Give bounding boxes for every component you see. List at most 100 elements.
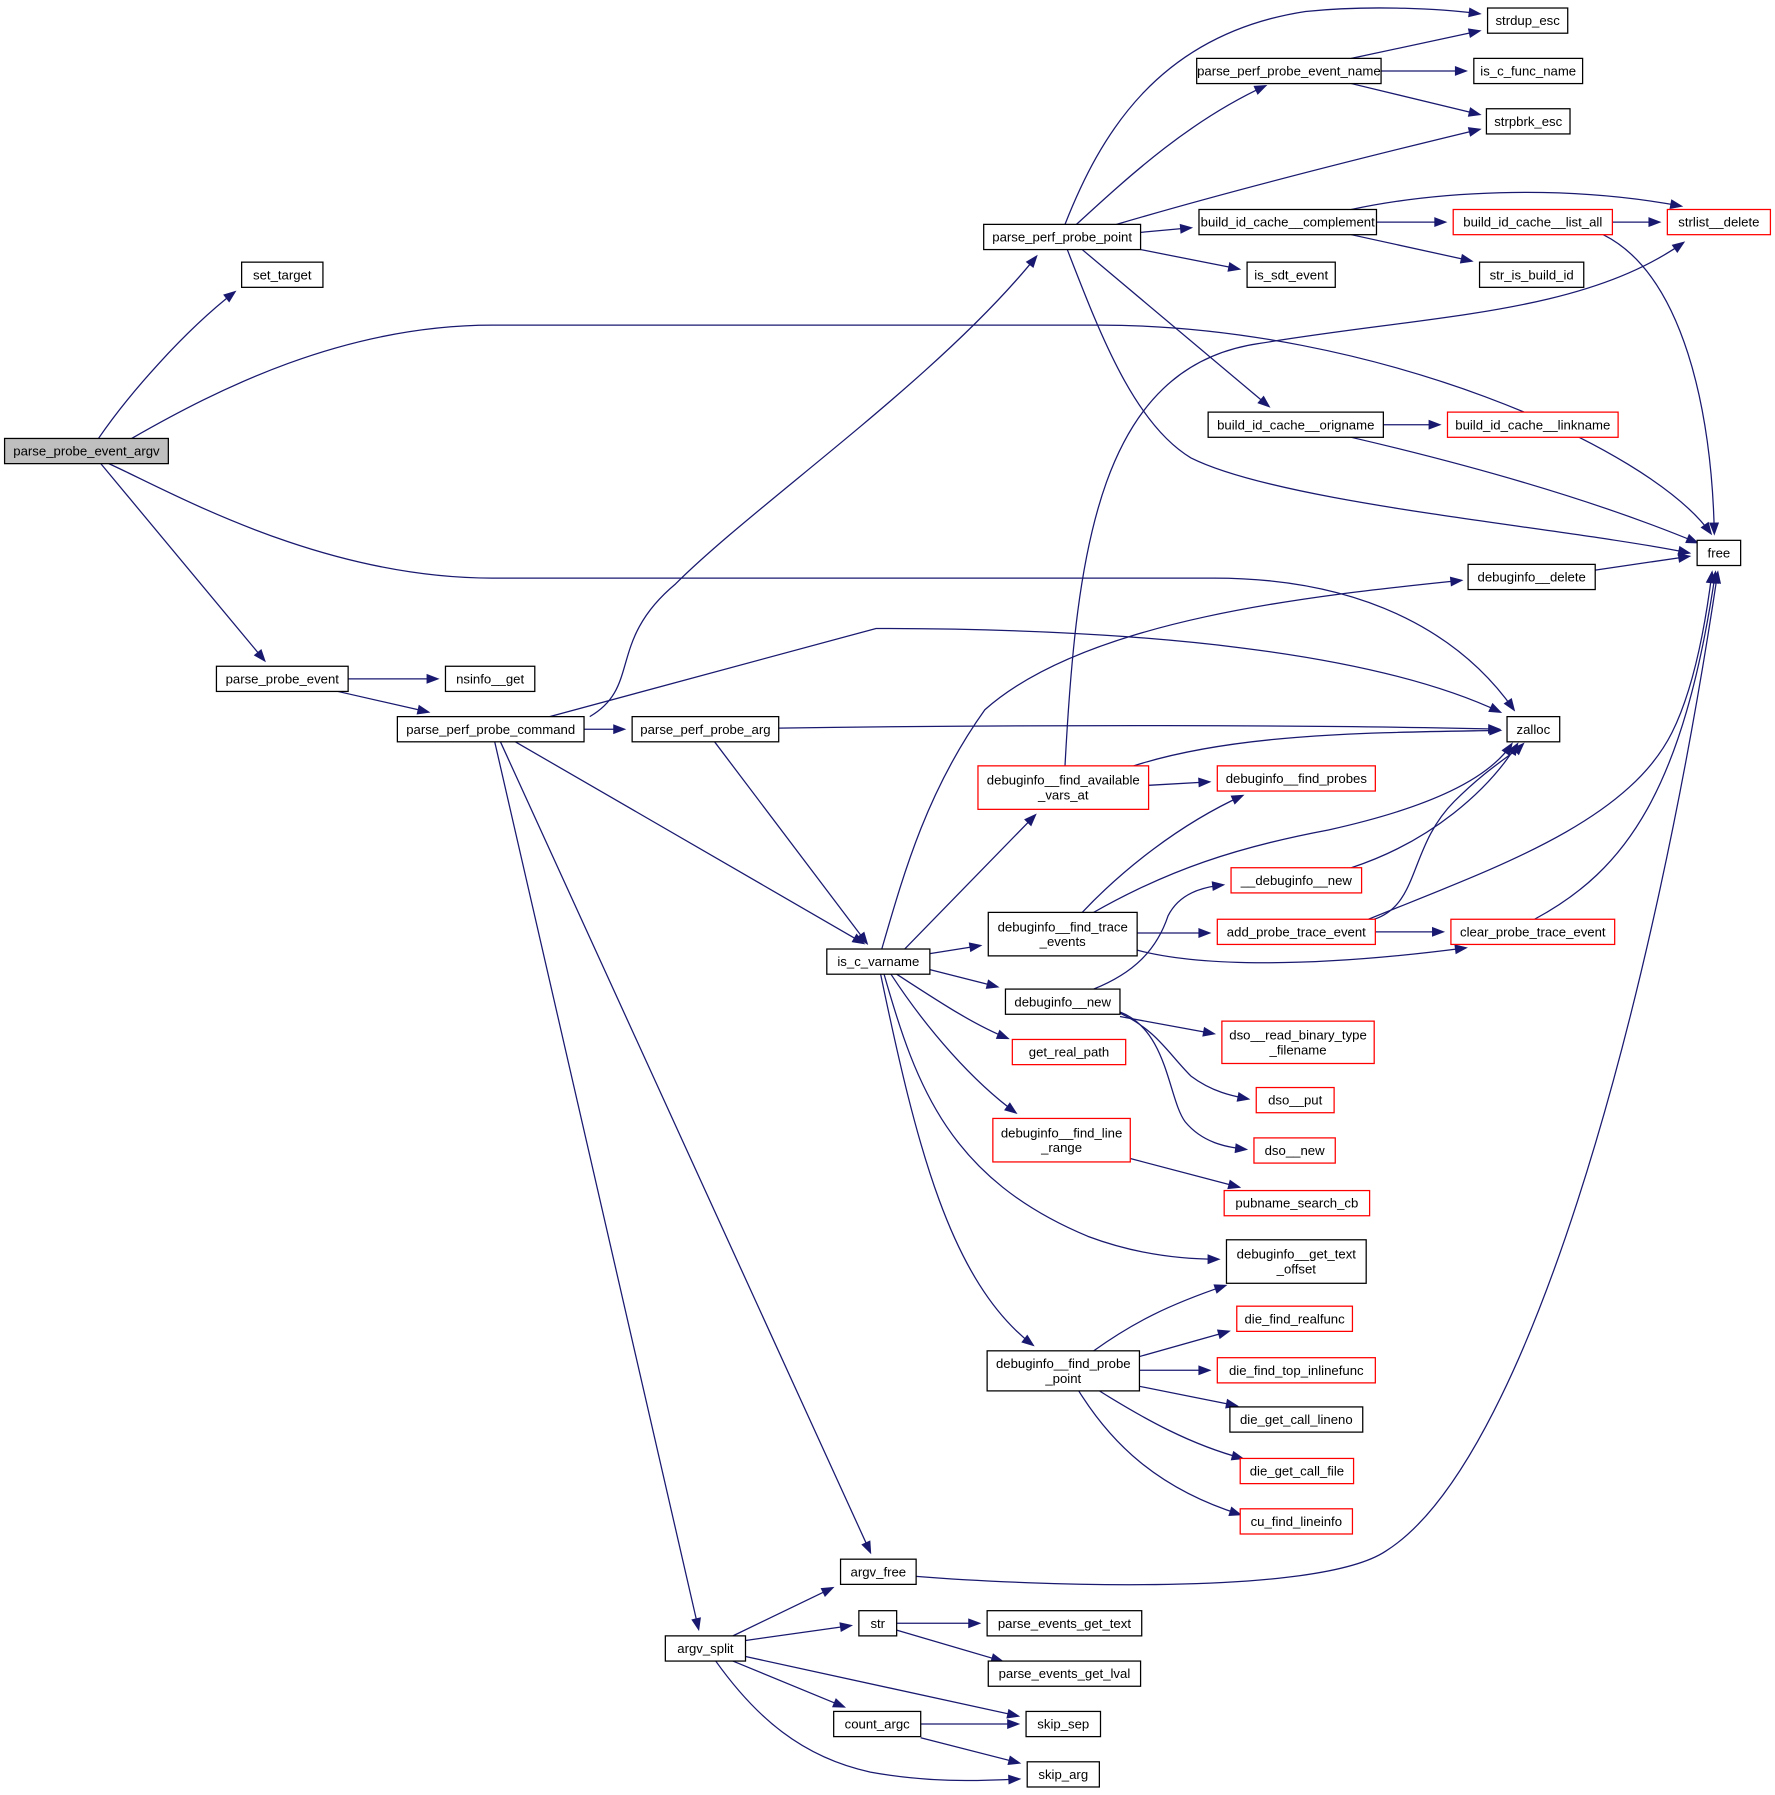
- node-box[interactable]: [1207, 411, 1384, 438]
- node-box[interactable]: [444, 665, 536, 693]
- node-parse-probe-event[interactable]: parse_probe_event: [215, 665, 349, 693]
- node-debuginfo-delete[interactable]: debuginfo__delete: [1467, 563, 1596, 591]
- node-die-find-top-inlinefunc[interactable]: die_find_top_inlinefunc: [1216, 1357, 1376, 1384]
- node-parse-perf-probe-command[interactable]: parse_perf_probe_command: [396, 715, 585, 743]
- node-box[interactable]: [1486, 7, 1569, 34]
- node-count-argc[interactable]: count_argc: [833, 1710, 922, 1738]
- node-box[interactable]: [664, 1635, 747, 1662]
- node-box[interactable]: [1198, 208, 1378, 236]
- node-clear-probe-trace-event[interactable]: clear_probe_trace_event: [1450, 918, 1616, 946]
- node-debuginfo-new[interactable]: debuginfo__new: [1004, 988, 1121, 1015]
- node-argv-split[interactable]: argv_split: [664, 1635, 747, 1662]
- node-debuginfo-find-line-range[interactable]: debuginfo__find_line_range: [992, 1117, 1131, 1163]
- node-box[interactable]: [987, 911, 1138, 957]
- node-box[interactable]: [1011, 1038, 1127, 1066]
- node-box[interactable]: [1253, 1137, 1336, 1164]
- node-dso-put[interactable]: dso__put: [1255, 1086, 1335, 1114]
- node-box[interactable]: [977, 765, 1150, 810]
- node-set-target[interactable]: set_target: [240, 261, 324, 288]
- node-die-find-realfunc[interactable]: die_find_realfunc: [1236, 1305, 1354, 1332]
- node-parse-perf-probe-arg[interactable]: parse_perf_probe_arg: [631, 715, 780, 743]
- node-box[interactable]: [1225, 1239, 1367, 1284]
- node-parse-perf-probe-event-name[interactable]: parse_perf_probe_event_name: [1196, 57, 1382, 85]
- node-box[interactable]: [1026, 1761, 1100, 1788]
- node-box[interactable]: [3, 437, 169, 465]
- node-box[interactable]: [1452, 208, 1614, 236]
- node-build-id-cache-complement[interactable]: build_id_cache__complement: [1198, 208, 1378, 236]
- node-box[interactable]: [839, 1558, 917, 1585]
- node-box[interactable]: [1473, 57, 1584, 85]
- node-pubname-search-cb[interactable]: pubname_search_cb: [1223, 1189, 1371, 1217]
- node-box[interactable]: [240, 261, 324, 288]
- node-box[interactable]: [1239, 1508, 1354, 1535]
- node-strlist-delete[interactable]: strlist__delete: [1666, 208, 1772, 236]
- node-nsinfo-get[interactable]: nsinfo__get: [444, 665, 536, 693]
- node-box[interactable]: [1004, 988, 1121, 1015]
- node-box[interactable]: [631, 715, 780, 743]
- node-parse-events-get-text[interactable]: parse_events_get_text: [986, 1610, 1143, 1637]
- node-dso-read-binary-type-filename[interactable]: dso__read_binary_type_filename: [1221, 1020, 1375, 1065]
- node-box[interactable]: [826, 948, 931, 975]
- node-parse-probe-event-argv[interactable]: parse_probe_event_argv: [3, 437, 169, 465]
- node-box[interactable]: [1450, 918, 1616, 946]
- node-die-get-call-lineno[interactable]: die_get_call_lineno: [1229, 1406, 1364, 1433]
- node-box[interactable]: [1216, 918, 1376, 946]
- node-box[interactable]: [1230, 867, 1363, 894]
- node-box[interactable]: [1239, 1457, 1355, 1485]
- node-box[interactable]: [1236, 1305, 1354, 1332]
- node-str-is-build-id[interactable]: str_is_build_id: [1478, 261, 1585, 288]
- node-str[interactable]: str: [858, 1610, 898, 1637]
- node-argv-free[interactable]: argv_free: [839, 1558, 917, 1585]
- node-is-sdt-event[interactable]: is_sdt_event: [1246, 261, 1336, 288]
- node-cu-find-lineinfo[interactable]: cu_find_lineinfo: [1239, 1508, 1354, 1535]
- node-box[interactable]: [396, 715, 585, 743]
- node-box[interactable]: [986, 1610, 1143, 1637]
- node-box[interactable]: [1229, 1406, 1364, 1433]
- node-get-real-path[interactable]: get_real_path: [1011, 1038, 1127, 1066]
- node-box[interactable]: [858, 1610, 898, 1637]
- node-box[interactable]: [1255, 1086, 1335, 1114]
- node-box[interactable]: [1216, 765, 1376, 792]
- node-die-get-call-file[interactable]: die_get_call_file: [1239, 1457, 1355, 1485]
- node-box[interactable]: [1696, 539, 1742, 567]
- node-is-c-func-name[interactable]: is_c_func_name: [1473, 57, 1584, 85]
- node-box[interactable]: [983, 223, 1142, 251]
- node-box[interactable]: [1666, 208, 1772, 236]
- node-parse-perf-probe-point[interactable]: parse_perf_probe_point: [983, 223, 1142, 251]
- node-box[interactable]: [1485, 108, 1571, 135]
- node-box[interactable]: [992, 1117, 1131, 1163]
- node-strdup-esc[interactable]: strdup_esc: [1486, 7, 1569, 34]
- node-box[interactable]: [1478, 261, 1585, 288]
- node-free[interactable]: free: [1696, 539, 1742, 567]
- node-box[interactable]: [1196, 57, 1382, 85]
- node-is-c-varname[interactable]: is_c_varname: [826, 948, 931, 975]
- node-build-id-cache-origname[interactable]: build_id_cache__origname: [1207, 411, 1384, 438]
- node-box[interactable]: [1025, 1710, 1102, 1738]
- node-build-id-cache-linkname[interactable]: build_id_cache__linkname: [1446, 411, 1619, 438]
- node-box[interactable]: [1221, 1020, 1375, 1065]
- node-box[interactable]: [1467, 563, 1596, 591]
- node-box[interactable]: [1446, 411, 1619, 438]
- node-debuginfo-get-text-offset[interactable]: debuginfo__get_text_offset: [1225, 1239, 1367, 1284]
- node-debuginfo-find-probes[interactable]: debuginfo__find_probes: [1216, 765, 1376, 792]
- node-zalloc[interactable]: zalloc: [1506, 715, 1561, 743]
- node-box[interactable]: [215, 665, 349, 693]
- node-box[interactable]: [833, 1710, 922, 1738]
- node-box[interactable]: [987, 1660, 1142, 1687]
- node-strpbrk-esc[interactable]: strpbrk_esc: [1485, 108, 1571, 135]
- node-add-probe-trace-event[interactable]: add_probe_trace_event: [1216, 918, 1376, 946]
- node-debuginfo-find-trace-events[interactable]: debuginfo__find_trace_events: [987, 911, 1138, 957]
- node-parse-events-get-lval[interactable]: parse_events_get_lval: [987, 1660, 1142, 1687]
- node-box[interactable]: [1216, 1357, 1376, 1384]
- node-debuginfo-new[interactable]: __debuginfo__new: [1230, 867, 1363, 894]
- node-build-id-cache-list-all[interactable]: build_id_cache__list_all: [1452, 208, 1614, 236]
- node-dso-new[interactable]: dso__new: [1253, 1137, 1336, 1164]
- node-box[interactable]: [986, 1350, 1141, 1392]
- node-skip-sep[interactable]: skip_sep: [1025, 1710, 1102, 1738]
- node-box[interactable]: [1223, 1189, 1371, 1217]
- node-debuginfo-find-available-vars-at[interactable]: debuginfo__find_available_vars_at: [977, 765, 1150, 810]
- node-debuginfo-find-probe-point[interactable]: debuginfo__find_probe_point: [986, 1350, 1141, 1392]
- node-box[interactable]: [1246, 261, 1336, 288]
- node-skip-arg[interactable]: skip_arg: [1026, 1761, 1100, 1788]
- node-box[interactable]: [1506, 715, 1561, 743]
